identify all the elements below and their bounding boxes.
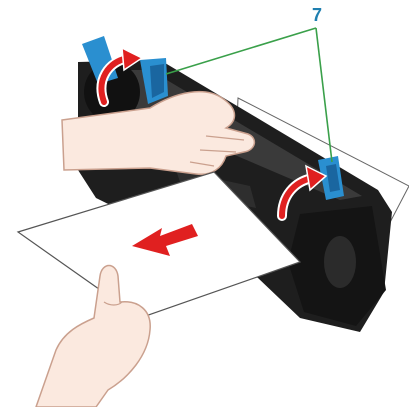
callout-number-label: 7 (312, 6, 322, 24)
